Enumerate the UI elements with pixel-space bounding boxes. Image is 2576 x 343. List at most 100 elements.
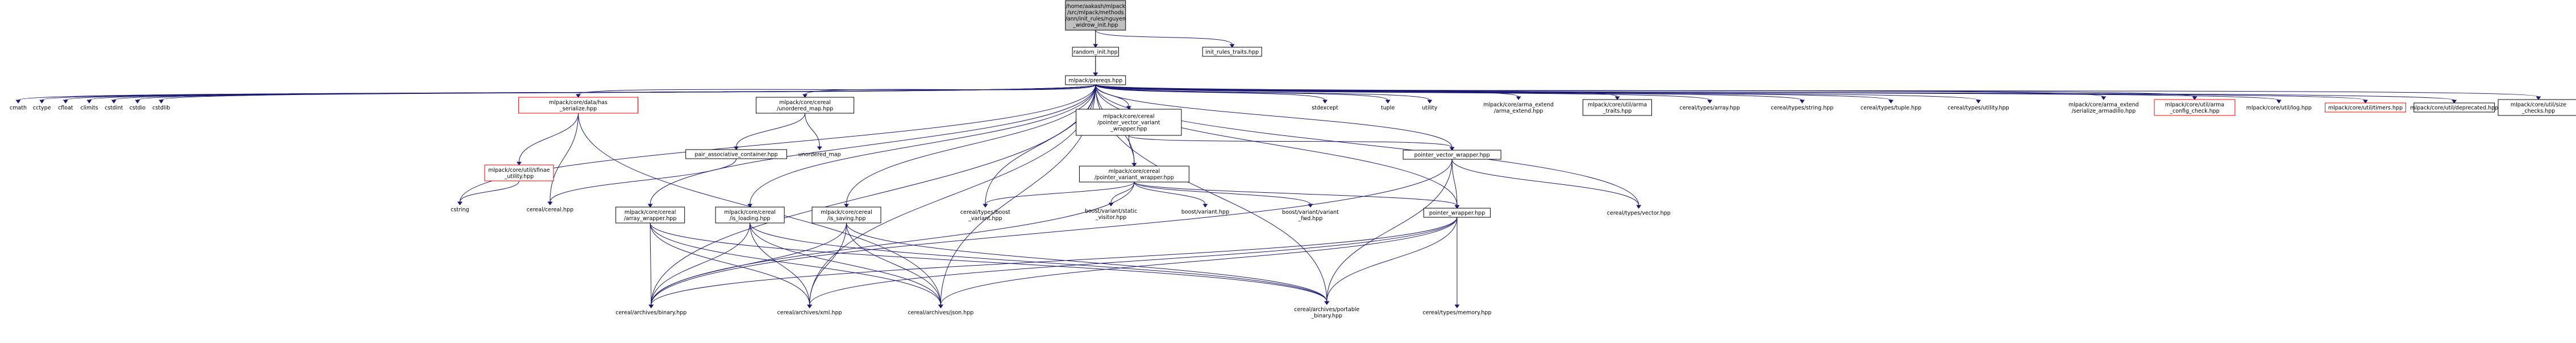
node-label-pair_associative-0: pair_associative_container.hpp (695, 152, 778, 158)
node-pointer_variant_wrapper[interactable]: mlpack/core/cereal/pointer_variant_wrapp… (1079, 166, 1189, 183)
edge-pointer_vector_wrapper-to-pointer_wrapper (1451, 159, 1458, 206)
node-pointer_vector_wrapper[interactable]: pointer_vector_wrapper.hpp (1403, 150, 1501, 160)
edge-is_loading-to-json (750, 222, 941, 305)
edge-pointer_variant_wrapper-to-boost_variant_cereal (985, 181, 1135, 205)
node-root[interactable]: /home/aakash/mlpack/src/mlpack/methods/a… (1065, 0, 1126, 31)
node-cmath: cmath (10, 105, 27, 111)
edge-arrowhead-is_saving-to-portable_binary (1324, 301, 1330, 305)
node-label-static_visitor-0: boost/variant/static (1085, 208, 1137, 214)
node-label-cereal_hpp-0: cereal/cereal.hpp (527, 207, 573, 213)
edge-prereqs-to-cereal_vector (1095, 84, 1639, 206)
node-label-is_saving-0: mlpack/core/cereal (821, 209, 872, 216)
node-binary: cereal/archives/binary.hpp (615, 310, 686, 316)
node-label-serialize_armadillo-0: mlpack/core/arma_extend (2069, 102, 2139, 108)
edge-arrowhead-prereqs-to-climits (86, 100, 92, 104)
node-stdexcept: stdexcept (1312, 105, 1338, 111)
node-cereal_hpp: cereal/cereal.hpp (527, 207, 573, 213)
edge-arrowhead-pointer_vector_variant-to-pointer_vector_wrapper (1449, 147, 1455, 151)
edge-arrowhead-root-to-init_rules_traits (1229, 44, 1235, 48)
node-cctype: cctype (33, 105, 51, 111)
node-cereal_memory: cereal/types/memory.hpp (1422, 310, 1491, 316)
node-box-random_init (1072, 47, 1119, 57)
edge-arrowhead-prereqs-to-cfloat (63, 100, 68, 104)
node-is_saving[interactable]: mlpack/core/cereal/is_saving.hpp (811, 206, 881, 224)
node-array_wrapper[interactable]: mlpack/core/cereal/array_wrapper.hpp (615, 206, 685, 224)
edge-array_wrapper-to-json (650, 222, 941, 305)
node-serialize_armadillo: mlpack/core/arma_extend/serialize_armadi… (2069, 102, 2139, 114)
node-box-pointer_wrapper (1423, 208, 1491, 218)
node-label-xml-0: cereal/archives/xml.hpp (777, 310, 842, 316)
edge-arrowhead-pair_associative-to-cereal_hpp (547, 201, 553, 205)
edge-arrowhead-prereqs-to-deprecated (2452, 100, 2457, 104)
node-timers[interactable]: mlpack/core/util/timers.hpp (2325, 102, 2406, 113)
node-box-timers (2325, 102, 2406, 113)
node-label-cereal_array-0: cereal/types/array.hpp (1679, 105, 1739, 111)
node-label-variant_fwd-0: boost/variant/variant (1282, 209, 1339, 216)
edge-pointer_vector_variant-to-pointer_vector_wrapper (1128, 135, 1453, 148)
node-climits: climits (81, 105, 98, 111)
node-arma_config_check[interactable]: mlpack/core/util/arma_config_check.hpp (2154, 99, 2236, 116)
node-pair_associative[interactable]: pair_associative_container.hpp (685, 149, 787, 159)
node-size_checks[interactable]: mlpack/core/util/size_checks.hpp (2498, 99, 2576, 116)
edge-is_saving-to-xml (809, 222, 847, 305)
edge-is_saving-to-json (846, 222, 941, 305)
node-label-root-3: _widrow_init.hpp (1072, 22, 1118, 28)
node-unordered_map_hpp[interactable]: mlpack/core/cereal/unordered_map.hpp (756, 97, 855, 114)
node-label-pointer_vector_variant-0: mlpack/core/cereal (1103, 114, 1155, 120)
node-label-sfinae_utility-1: _utility.hpp (504, 173, 534, 180)
node-prereqs[interactable]: mlpack/prereqs.hpp (1065, 75, 1126, 85)
node-is_loading[interactable]: mlpack/core/cereal/is_loading.hpp (715, 206, 785, 224)
node-arma_extend: mlpack/core/arma_extend/arma_extend.hpp (1483, 102, 1554, 114)
node-cereal_utility: cereal/types/utility.hpp (1947, 105, 2009, 111)
node-init_rules_traits[interactable]: init_rules_traits.hpp (1202, 47, 1262, 57)
edge-pointer_vector_variant-to-pointer_variant_wrapper (1128, 135, 1135, 164)
edge-arrowhead-random_init-to-prereqs (1093, 72, 1098, 76)
node-label-init_rules_traits-0: init_rules_traits.hpp (1205, 49, 1259, 56)
node-box-array_wrapper (615, 206, 685, 224)
edge-prereqs-to-cstdlib (161, 84, 1096, 101)
edge-arrowhead-has_serialize-to-sfinae_utility (516, 162, 522, 166)
node-cereal_vector: cereal/types/vector.hpp (1607, 210, 1671, 217)
edge-arrowhead-prereqs-to-is_loading (747, 204, 753, 208)
edge-arrowhead-prereqs-to-is_saving (844, 204, 849, 208)
edge-arrowhead-prereqs-to-cstdlib (159, 100, 164, 104)
edge-pointer_wrapper-to-binary (651, 217, 1458, 305)
node-pointer_wrapper[interactable]: pointer_wrapper.hpp (1423, 208, 1491, 218)
node-log_hpp: mlpack/core/util/log.hpp (2246, 105, 2312, 111)
node-label-log_hpp-0: mlpack/core/util/log.hpp (2246, 105, 2312, 111)
node-box-init_rules_traits (1202, 47, 1262, 57)
node-arma_traits[interactable]: mlpack/core/util/arma_traits.hpp (1582, 99, 1653, 116)
node-label-deprecated-0: mlpack/core/util/deprecated.hpp (2410, 105, 2498, 111)
node-variant_fwd: boost/variant/variant_fwd.hpp (1282, 209, 1339, 222)
node-label-cstdlib-0: cstdlib (152, 105, 170, 111)
node-label-boost_variant_cereal-0: cereal/types/boost (960, 209, 1010, 216)
node-box-sfinae_utility (484, 164, 554, 181)
edge-arrowhead-prereqs-to-cereal_utility (1975, 100, 1981, 104)
edge-prereqs-to-stdexcept (1095, 84, 1326, 101)
edge-arrowhead-prereqs-to-cstdio (135, 100, 140, 104)
edge-arrowhead-prereqs-to-cereal_string (1799, 100, 1805, 104)
node-boost_variant: boost/variant.hpp (1181, 209, 1229, 216)
node-cereal_tuple: cereal/types/tuple.hpp (1861, 105, 1921, 111)
node-box-arma_traits (1582, 99, 1653, 116)
node-label-cereal_tuple-0: cereal/types/tuple.hpp (1861, 105, 1921, 111)
node-deprecated[interactable]: mlpack/core/util/deprecated.hpp (2410, 102, 2498, 113)
edge-prereqs-to-is_loading (750, 84, 1096, 205)
node-random_init[interactable]: random_init.hpp (1072, 47, 1119, 57)
edge-arrowhead-prereqs-to-cereal_array (1707, 100, 1713, 104)
node-box-has_serialize (518, 97, 639, 114)
edge-arrowhead-pointer_vector_wrapper-to-pointer_wrapper (1454, 205, 1460, 209)
edge-prereqs-to-array_wrapper (650, 84, 1096, 205)
node-label-cereal_utility-0: cereal/types/utility.hpp (1947, 105, 2009, 111)
node-has_serialize[interactable]: mlpack/core/data/has_serialize.hpp (518, 97, 639, 114)
node-label-pointer_vector_wrapper-0: pointer_vector_wrapper.hpp (1414, 152, 1490, 159)
node-box-pair_associative (685, 149, 787, 159)
edge-arrowhead-prereqs-to-serialize_armadillo (2101, 96, 2107, 100)
edge-has_serialize-to-sfinae_utility (518, 113, 579, 163)
node-label-serialize_armadillo-1: /serialize_armadillo.hpp (2071, 108, 2136, 114)
node-cstdint: cstdint (105, 105, 123, 111)
edge-has_serialize-to-cereal_hpp (550, 113, 579, 203)
node-pointer_vector_variant[interactable]: mlpack/core/cereal/pointer_vector_varian… (1076, 109, 1182, 136)
node-label-binary-0: cereal/archives/binary.hpp (615, 310, 686, 316)
node-sfinae_utility[interactable]: mlpack/core/util/sfinae_utility.hpp (484, 164, 554, 181)
